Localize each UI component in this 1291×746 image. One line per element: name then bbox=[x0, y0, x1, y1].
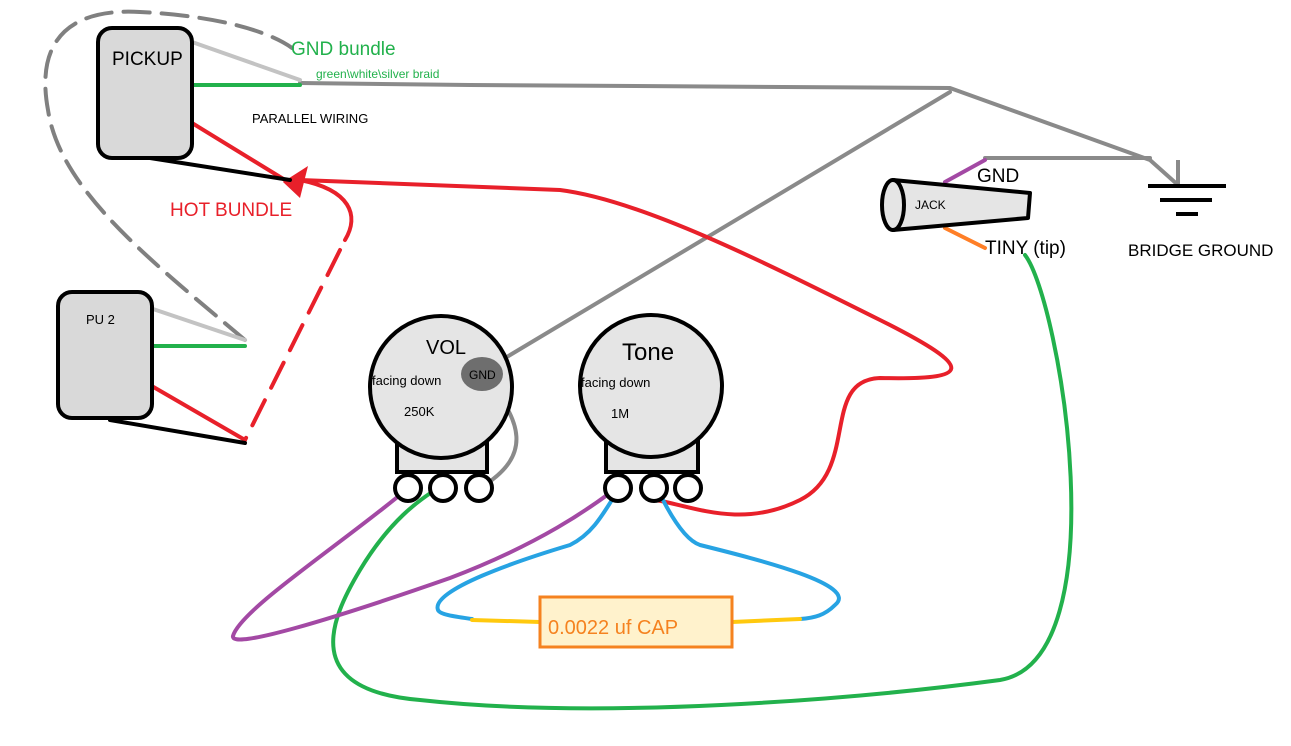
pickup-2: PU 2 bbox=[56, 290, 154, 420]
tone-label: Tone bbox=[622, 339, 674, 366]
tone-capacitor: 0.0022 uf CAP bbox=[538, 595, 734, 649]
ground-wire-to-vol bbox=[483, 90, 952, 372]
jack-tip-label: TINY (tip) bbox=[985, 238, 1066, 259]
tone-lug-3 bbox=[673, 473, 703, 503]
tone-pot-face bbox=[578, 313, 724, 459]
tone-lug-1 bbox=[603, 473, 633, 503]
pu2-hot-wire bbox=[148, 383, 247, 442]
tip-to-vol-green-wire bbox=[331, 253, 1074, 711]
pu2-black-wire bbox=[108, 418, 247, 445]
jack-tip-orange-wire bbox=[943, 226, 987, 250]
jack-gnd-label: GND bbox=[977, 166, 1019, 187]
tone-facing-label: facing down bbox=[581, 375, 650, 390]
output-jack: JACK GND TINY (tip) bbox=[880, 166, 1066, 259]
tone-pot: Tone facing down 1M bbox=[578, 313, 724, 503]
pu2-label: PU 2 bbox=[86, 312, 115, 327]
jack-label: JACK bbox=[915, 198, 946, 212]
volume-pot-face bbox=[368, 314, 514, 460]
vol-purple-wire bbox=[231, 488, 616, 642]
hot-return-wire bbox=[298, 178, 354, 242]
jack-end bbox=[880, 178, 906, 232]
gnd-bundle-label: GND bundle bbox=[291, 39, 396, 60]
vol-gnd-label: GND bbox=[469, 368, 496, 382]
parallel-wiring-label: PARALLEL WIRING bbox=[252, 111, 368, 126]
pickup-hot-wire bbox=[190, 121, 287, 182]
hot-bundle-wire bbox=[298, 178, 954, 517]
bridge-ground-label: BRIDGE GROUND bbox=[1128, 241, 1273, 260]
hot-bundle-label: HOT BUNDLE bbox=[170, 200, 292, 221]
vol-label: VOL bbox=[426, 337, 466, 359]
ground-wire-main bbox=[298, 81, 1180, 187]
vol-lug-3 bbox=[464, 473, 494, 503]
cap-lead-right bbox=[730, 617, 802, 624]
hot-dashed-wire bbox=[243, 248, 342, 442]
tone-lug-2 bbox=[639, 473, 669, 503]
pickup-black-wire bbox=[148, 156, 292, 182]
pu2-ground-grey bbox=[148, 306, 247, 342]
vol-value-label: 250K bbox=[404, 404, 435, 419]
cap-blue-wire-right bbox=[656, 488, 841, 621]
braid-label: green\white\silver braid bbox=[316, 67, 439, 81]
cap-blue-wire-left bbox=[435, 488, 620, 621]
volume-pot: VOL facing down 250K GND bbox=[368, 314, 514, 503]
jack-gnd-purple-wire bbox=[943, 158, 987, 184]
vol-lug-2 bbox=[428, 473, 458, 503]
cap-lead-left bbox=[470, 618, 542, 624]
bridge-ground-icon bbox=[1148, 160, 1226, 216]
vol-facing-label: facing down bbox=[372, 373, 441, 388]
pickup-ground-dashed-loop bbox=[43, 9, 294, 342]
cap-label: 0.0022 uf CAP bbox=[548, 617, 678, 639]
vol-lug-1 bbox=[393, 473, 423, 503]
hot-bundle-arrow-icon bbox=[283, 166, 308, 198]
vol-gnd-dot bbox=[461, 357, 503, 391]
tone-value-label: 1M bbox=[611, 406, 629, 421]
pickup-label: PICKUP bbox=[112, 49, 183, 70]
pickup-ground-grey bbox=[190, 40, 302, 82]
jack-body bbox=[891, 178, 1032, 232]
pickup-1: PICKUP bbox=[96, 26, 194, 160]
